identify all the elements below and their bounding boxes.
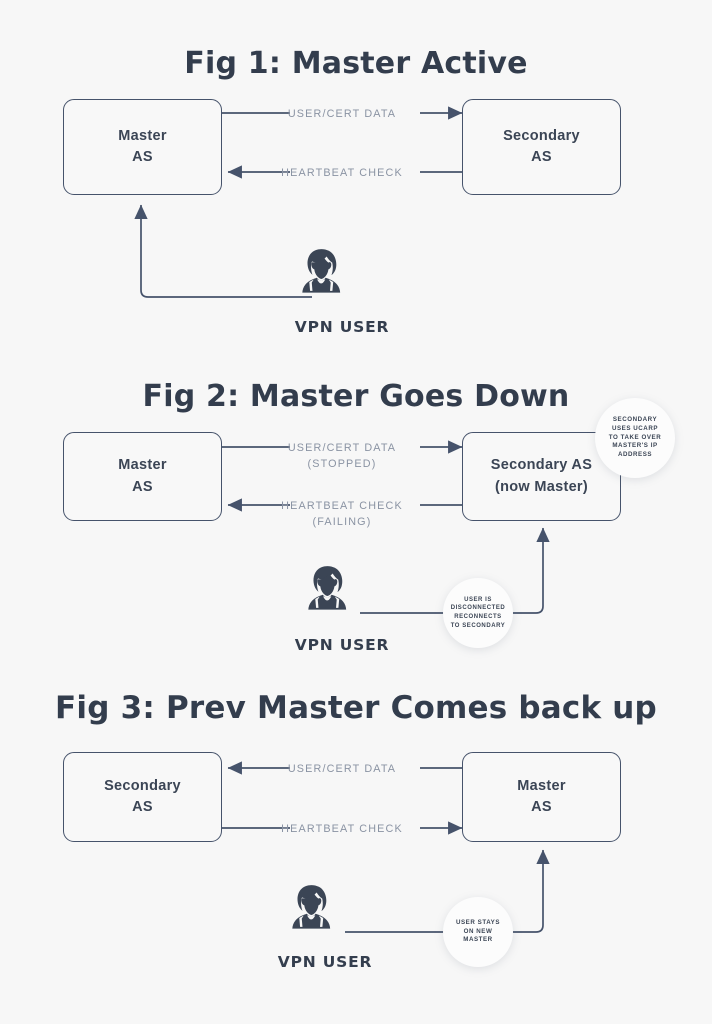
fig2-usercert-label: USER/CERT DATA (STOPPED) (287, 442, 397, 470)
fig2-bubble-to-secondary (508, 527, 550, 614)
fig2-master-node-line1: Master (118, 457, 167, 474)
fig3-master-node-line1: Master (517, 777, 566, 794)
fig2-master-node: Master AS (63, 432, 222, 521)
fig3-master-node: Master AS (462, 752, 621, 842)
fig2-user-avatar-icon (308, 566, 347, 610)
fig1-secondary-node: Secondary AS (462, 99, 621, 195)
fig3-master-node-line2: AS (531, 799, 552, 815)
fig1-user-link (134, 204, 312, 298)
fig1-user-label: VPN USER (294, 318, 390, 336)
fig1-secondary-node-line1: Secondary (503, 127, 580, 144)
fig3-secondary-node-line2: AS (132, 799, 153, 815)
fig3-stays-note-bubble: USER STAYS ON NEW MASTER (443, 897, 513, 967)
fig2-secondary-node: Secondary AS (now Master) (462, 432, 621, 521)
fig2-master-node-line2: AS (132, 478, 153, 495)
fig3-title: Fig 3: Prev Master Comes back up (55, 690, 657, 726)
fig2-secondary-node-line2: (now Master) (494, 478, 589, 495)
fig3-secondary-node: Secondary AS (63, 752, 222, 842)
fig3-user-label: VPN USER (277, 953, 373, 971)
fig1-user-avatar-icon (302, 249, 341, 293)
fig1-heartbeat-label: HEARTBEAT CHECK (281, 167, 403, 179)
fig2-heartbeat-label: HEARTBEAT CHECK (FAILING) (281, 500, 403, 528)
fig2-user-label: VPN USER (294, 636, 390, 654)
fig2-title: Fig 2: Master Goes Down (142, 379, 570, 414)
fig3-user-avatar-icon (292, 885, 331, 929)
fig1-title: Fig 1: Master Active (184, 46, 528, 81)
fig3-heartbeat-label: HEARTBEAT CHECK (281, 823, 403, 835)
fig1-master-node-line2: AS (132, 149, 153, 165)
fig1-secondary-node-line2: AS (531, 149, 552, 165)
fig3-secondary-node-line1: Secondary (104, 777, 181, 794)
fig3-usercert-label: USER/CERT DATA (287, 763, 397, 775)
fig1-master-node-line1: Master (118, 127, 167, 144)
fig2-reconnect-note-bubble: USER IS DISCONNECTED RECONNECTS TO SECON… (443, 578, 513, 648)
fig2-secondary-node-line1: Secondary AS (490, 457, 593, 474)
fig2-ucarp-note-bubble: SECONDARY USES UCARP TO TAKE OVER MASTER… (595, 398, 675, 478)
fig1-usercert-label: USER/CERT DATA (287, 108, 397, 120)
fig3-bubble-to-master (508, 849, 550, 933)
fig1-master-node: Master AS (63, 99, 222, 195)
